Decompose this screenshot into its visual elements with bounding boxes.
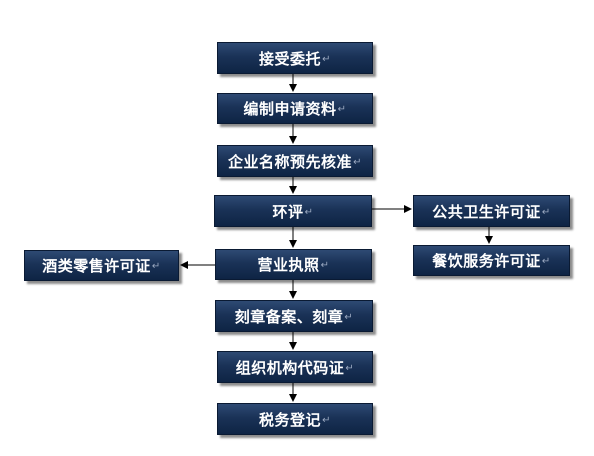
node-org-code-cert: 组织机构代码证↵ (217, 351, 373, 383)
paragraph-mark: ↵ (337, 104, 347, 115)
paragraph-mark: ↵ (320, 260, 330, 271)
node-liquor-retail-permit: 酒类零售许可证↵ (24, 250, 179, 281)
paragraph-mark: ↵ (322, 415, 331, 426)
node-label: 公共卫生许可证 (432, 202, 541, 221)
node-seal-filing: 刻章备案、刻章↵ (215, 300, 373, 332)
node-label: 营业执照 (257, 256, 320, 274)
paragraph-mark: ↵ (345, 363, 355, 374)
node-label: 税务登记 (259, 410, 322, 429)
node-label: 刻章备案、刻章 (234, 307, 344, 326)
node-tax-registration: 税务登记↵ (217, 403, 373, 435)
node-accept-commission: 接受委托↵ (217, 42, 373, 74)
paragraph-mark: ↵ (541, 256, 551, 267)
paragraph-mark: ↵ (322, 54, 331, 65)
node-label: 企业名称预先核准 (228, 152, 353, 171)
paragraph-mark: ↵ (304, 207, 314, 218)
node-prepare-application: 编制申请资料↵ (217, 93, 373, 124)
node-name-preapproval: 企业名称预先核准↵ (217, 145, 373, 177)
node-business-license: 营业执照↵ (215, 249, 372, 280)
paragraph-mark: ↵ (151, 261, 161, 272)
node-eia: 环评↵ (214, 195, 372, 227)
paragraph-mark: ↵ (344, 312, 354, 323)
paragraph-mark: ↵ (353, 157, 362, 168)
node-label: 环评 (272, 202, 304, 221)
node-label: 餐饮服务许可证 (432, 252, 541, 270)
node-label: 酒类零售许可证 (42, 257, 151, 275)
node-public-health-permit: 公共卫生许可证↵ (413, 195, 570, 227)
node-label: 接受委托 (259, 49, 322, 68)
paragraph-mark: ↵ (541, 207, 551, 218)
node-label: 编制申请资料 (243, 100, 337, 118)
node-catering-permit: 餐饮服务许可证↵ (413, 245, 570, 276)
node-label: 组织机构代码证 (235, 358, 345, 377)
